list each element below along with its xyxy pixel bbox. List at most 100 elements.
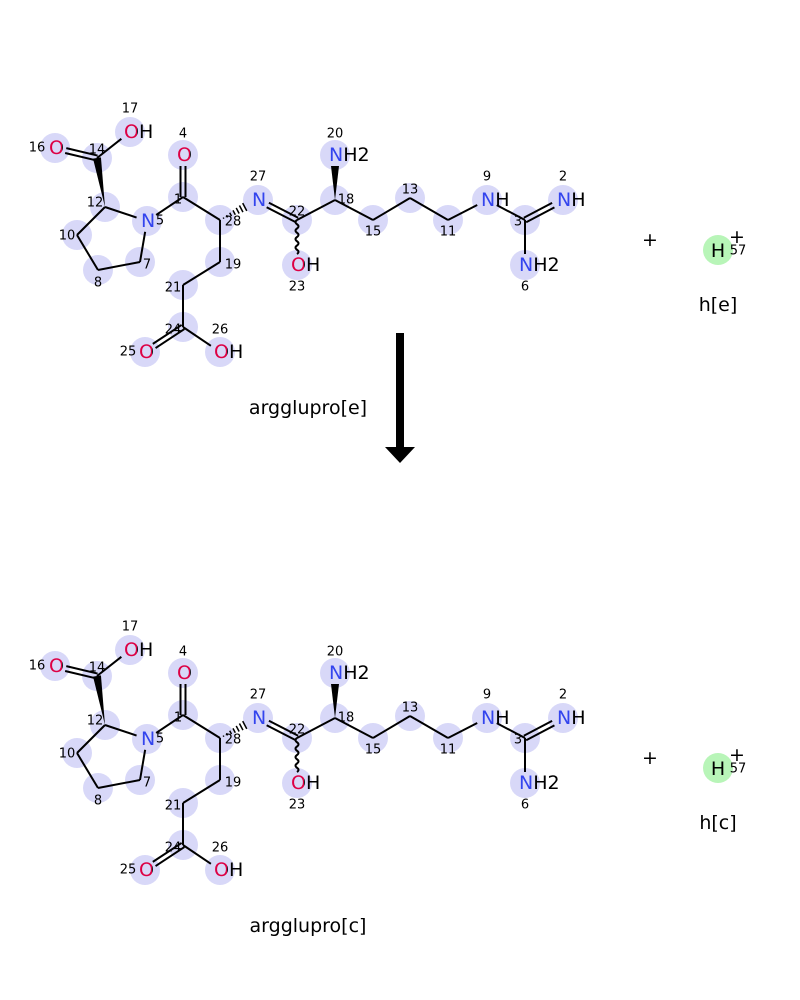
atom-highlight-17	[115, 117, 145, 147]
atom-number-18: 18	[338, 711, 355, 726]
bond-28-27-hash	[232, 727, 236, 734]
bond-24-25	[155, 846, 185, 867]
atom-symbol-25: O	[139, 341, 154, 363]
proton-highlight	[703, 753, 733, 783]
bond-28-27-hash	[225, 214, 229, 218]
atom-highlight-4	[168, 140, 198, 170]
atom-number-6: 6	[521, 280, 529, 295]
atom-number-15: 15	[365, 743, 382, 758]
atom-number-28: 28	[225, 215, 242, 230]
bond-10-8	[76, 752, 99, 789]
atom-number-9: 9	[483, 688, 491, 703]
atom-number-13: 13	[402, 701, 419, 716]
bond-7-5	[139, 749, 147, 781]
atom-highlight-9	[472, 185, 502, 215]
atom-number-11: 11	[440, 225, 457, 240]
bond-13-11	[409, 715, 449, 739]
bond-5-1	[155, 714, 184, 734]
atom-number-5: 5	[156, 732, 164, 747]
bond-28-27-hash	[222, 735, 225, 738]
plus-sign: +	[642, 229, 658, 251]
atom-highlight-25	[130, 855, 160, 885]
bond-22-18	[296, 717, 336, 739]
bond-8-7	[97, 261, 141, 271]
atom-number-26: 26	[212, 323, 229, 338]
atom-number-21: 21	[165, 281, 182, 296]
bond-9-3	[496, 204, 526, 221]
bond-1-28	[182, 196, 221, 221]
proton-symbol: H	[711, 240, 725, 262]
bond-12-10	[76, 206, 106, 236]
bond-27-22	[266, 206, 297, 224]
atom-number-1: 1	[174, 711, 182, 726]
atom-symbol-26: OH	[214, 341, 243, 363]
atom-number-20: 20	[327, 645, 344, 660]
bond-27-22	[266, 724, 297, 742]
atom-highlight-26	[205, 337, 235, 367]
bond-18-15	[334, 199, 374, 221]
atom-number-2: 2	[559, 170, 567, 185]
atom-highlight-16	[40, 133, 70, 163]
proton-symbol: H	[711, 758, 725, 780]
bond-3-2	[525, 206, 555, 224]
atom-number-28: 28	[225, 733, 242, 748]
atom-number-13: 13	[402, 183, 419, 198]
atom-symbol-4: O	[177, 144, 192, 166]
atom-highlight-23	[282, 768, 312, 798]
proton-charge: +	[729, 744, 745, 766]
bond-22-23-wavy	[294, 737, 300, 773]
atom-number-15: 15	[365, 225, 382, 240]
atom-symbol-23: OH	[291, 772, 320, 794]
atom-symbol-23: OH	[291, 254, 320, 276]
bond-18-15	[334, 717, 374, 739]
bond-12-14-wedge	[93, 157, 105, 207]
atom-number-23: 23	[289, 798, 306, 813]
atom-symbol-17: OH	[124, 639, 153, 661]
bond-27-22	[268, 201, 299, 219]
atom-number-6: 6	[521, 798, 529, 813]
atom-number-11: 11	[440, 743, 457, 758]
bond-16-14	[64, 670, 97, 680]
bond-28-27-hash	[242, 720, 248, 730]
atom-number-22: 22	[289, 723, 306, 738]
atom-highlight-27	[243, 185, 273, 215]
atom-number-7: 7	[143, 258, 151, 273]
atom-number-4: 4	[179, 645, 187, 660]
bond-3-2	[523, 202, 553, 219]
bond-24-26	[182, 844, 212, 865]
bond-9-3	[496, 722, 526, 739]
atom-symbol-5: N	[141, 728, 155, 750]
atom-highlight-25	[130, 337, 160, 367]
bond-18-20-wedge	[331, 166, 339, 200]
reaction-arrow	[385, 333, 415, 463]
atom-highlight-20	[320, 658, 350, 688]
atom-highlight-6	[510, 768, 540, 798]
atom-symbol-27: N	[252, 189, 266, 211]
atom-number-24: 24	[165, 841, 182, 856]
atom-number-3: 3	[514, 733, 522, 748]
atom-symbol-5: N	[141, 210, 155, 232]
bond-16-14	[66, 147, 98, 157]
bond-18-20-wedge	[331, 684, 339, 718]
atom-symbol-25: O	[139, 859, 154, 881]
atom-number-26: 26	[212, 841, 229, 856]
atom-number-19: 19	[225, 258, 242, 273]
atom-symbol-6: NH2	[519, 772, 560, 794]
atom-highlight-9	[472, 703, 502, 733]
bond-28-27-hash	[238, 205, 244, 213]
atom-number-17: 17	[122, 620, 139, 635]
plus-sign: +	[642, 747, 658, 769]
atom-number-2: 2	[559, 688, 567, 703]
proton-name: h[e]	[699, 294, 738, 316]
bond-24-25	[152, 324, 183, 345]
bond-16-14	[64, 152, 97, 162]
proton-name: h[c]	[699, 812, 736, 834]
atom-highlight-2	[548, 185, 578, 215]
bond-15-13	[372, 197, 411, 221]
atom-number-5: 5	[156, 214, 164, 229]
atom-number-27: 27	[250, 170, 267, 185]
proton-charge: +	[729, 226, 745, 248]
